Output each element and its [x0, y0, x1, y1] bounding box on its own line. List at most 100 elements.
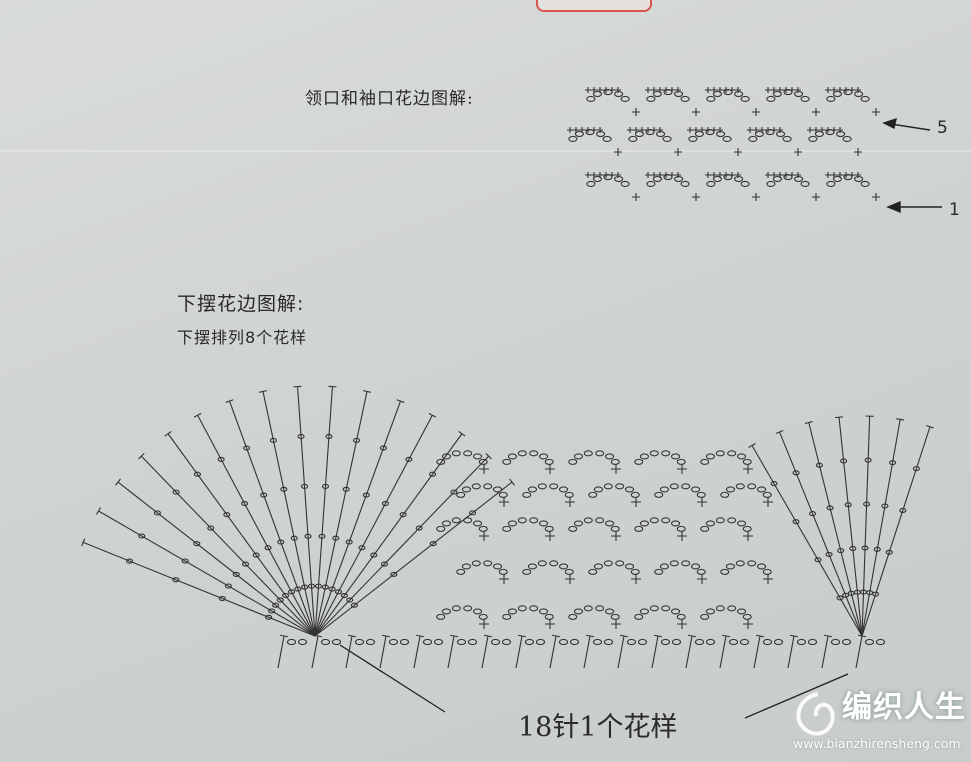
double-crochet-symbol — [787, 635, 795, 669]
single-crochet-symbol — [855, 87, 861, 93]
chain-stitch-symbol — [772, 175, 782, 183]
single-crochet-symbol — [499, 574, 509, 584]
chain-stitch-symbol — [544, 613, 554, 620]
single-crochet-symbol — [771, 127, 777, 133]
chain-stitch-symbol — [450, 489, 458, 495]
chain-stitch-symbol — [473, 453, 483, 460]
chain-stitch-symbol — [694, 638, 705, 646]
chain-stitch-symbol — [568, 525, 578, 532]
chain-stitch-symbol — [301, 584, 309, 590]
chain-stitch-symbol — [535, 638, 546, 646]
chain-stitch-symbol — [573, 520, 583, 527]
chain-stitch-symbol — [380, 561, 389, 567]
chain-stitch-symbol — [524, 638, 535, 646]
single-crochet-symbol — [723, 172, 729, 178]
single-crochet-symbol — [579, 127, 585, 133]
chain-stitch-symbol — [218, 595, 226, 602]
chain-stitch-symbol — [456, 638, 467, 646]
chain-stitch-symbol — [860, 95, 870, 102]
chain-stitch-symbol — [660, 638, 671, 646]
chain-stitch-symbol — [630, 568, 640, 575]
single-crochet-symbol — [585, 172, 591, 178]
single-crochet-symbol — [632, 108, 640, 116]
single-crochet-symbol — [789, 172, 795, 178]
chain-stitch-symbol — [766, 180, 776, 187]
chain-stitch-symbol — [737, 453, 747, 460]
single-crochet-symbol — [692, 108, 700, 116]
chain-stitch-symbol — [716, 130, 726, 138]
chain-stitch-symbol — [574, 130, 584, 138]
chain-stitch-symbol — [223, 512, 231, 518]
chain-stitch-symbol — [634, 613, 644, 620]
single-crochet-symbol — [825, 87, 831, 93]
chain-stitch-symbol — [498, 491, 508, 498]
chain-stitch-symbol — [422, 638, 433, 646]
neckline-cuff-chart — [567, 87, 880, 201]
double-crochet-top — [293, 385, 302, 388]
single-crochet-symbol — [717, 127, 723, 133]
double-crochet-top — [619, 634, 629, 638]
single-crochet-symbol — [597, 172, 603, 178]
chain-stitch-symbol — [796, 638, 807, 646]
chain-stitch-symbol — [854, 175, 864, 183]
double-crochet-top — [458, 430, 466, 437]
single-crochet-symbol — [657, 87, 663, 93]
chain-stitch-symbol — [652, 90, 662, 98]
chain-stitch-symbol — [603, 560, 613, 567]
double-crochet-top — [225, 399, 234, 403]
single-crochet-symbol — [825, 127, 831, 133]
chain-stitch-symbol — [544, 525, 554, 532]
single-crochet-symbol — [763, 574, 773, 584]
chain-stitch-symbol — [243, 445, 251, 451]
double-crochet-symbol — [651, 635, 659, 669]
row-1-label: 1 — [949, 200, 960, 220]
chain-stitch-symbol — [172, 489, 180, 495]
double-crochet-symbol — [861, 416, 871, 637]
chain-stitch-symbol — [568, 135, 578, 142]
single-crochet-symbol — [697, 574, 707, 584]
chain-stitch-symbol — [362, 492, 370, 498]
single-crochet-symbol — [597, 127, 603, 133]
chain-stitch-symbol — [467, 638, 478, 646]
watermark-logo — [796, 692, 835, 736]
chain-stitch-symbol — [762, 491, 772, 498]
chain-stitch-symbol — [583, 450, 593, 457]
chain-stitch-symbol — [715, 517, 725, 524]
chain-stitch-symbol — [637, 638, 648, 646]
chain-stitch-symbol — [318, 533, 326, 539]
single-crochet-symbol — [752, 193, 760, 201]
chain-stitch-symbol — [639, 520, 649, 527]
single-crochet-symbol — [759, 127, 765, 133]
single-crochet-symbol — [753, 127, 759, 133]
chain-stitch-symbol — [844, 502, 852, 508]
single-crochet-symbol — [705, 127, 711, 133]
chain-stitch-symbol — [436, 525, 446, 532]
single-crochet-symbol — [675, 87, 681, 93]
chain-stitch-symbol — [737, 608, 747, 615]
chain-stitch-symbol — [595, 450, 605, 457]
paper-crease — [0, 150, 971, 152]
chain-stitch-symbol — [814, 557, 822, 563]
single-crochet-symbol — [765, 127, 771, 133]
chain-stitch-symbol — [836, 595, 844, 601]
chain-stitch-symbol — [126, 558, 134, 564]
chain-stitch-symbol — [727, 450, 737, 457]
chain-stitch-symbol — [836, 130, 846, 138]
single-crochet-symbol — [677, 619, 687, 629]
single-crochet-symbol — [591, 127, 597, 133]
caption-lines — [339, 644, 849, 719]
chain-stitch-symbol — [569, 638, 580, 646]
chain-stitch-symbol — [661, 450, 671, 457]
single-crochet-symbol — [729, 87, 735, 93]
chain-stitch-symbol — [766, 95, 776, 102]
chain-stitch-symbol — [522, 491, 532, 498]
chain-stitch-symbol — [700, 525, 710, 532]
double-crochet-top — [313, 634, 323, 638]
single-crochet-symbol — [735, 172, 741, 178]
chain-stitch-symbol — [573, 453, 583, 460]
chain-stitch-symbol — [297, 433, 305, 440]
double-crochet-symbol — [314, 386, 333, 637]
chain-stitch-symbol — [649, 605, 659, 612]
chain-stitch-symbol — [583, 605, 593, 612]
chain-stitch-symbol — [539, 453, 549, 460]
